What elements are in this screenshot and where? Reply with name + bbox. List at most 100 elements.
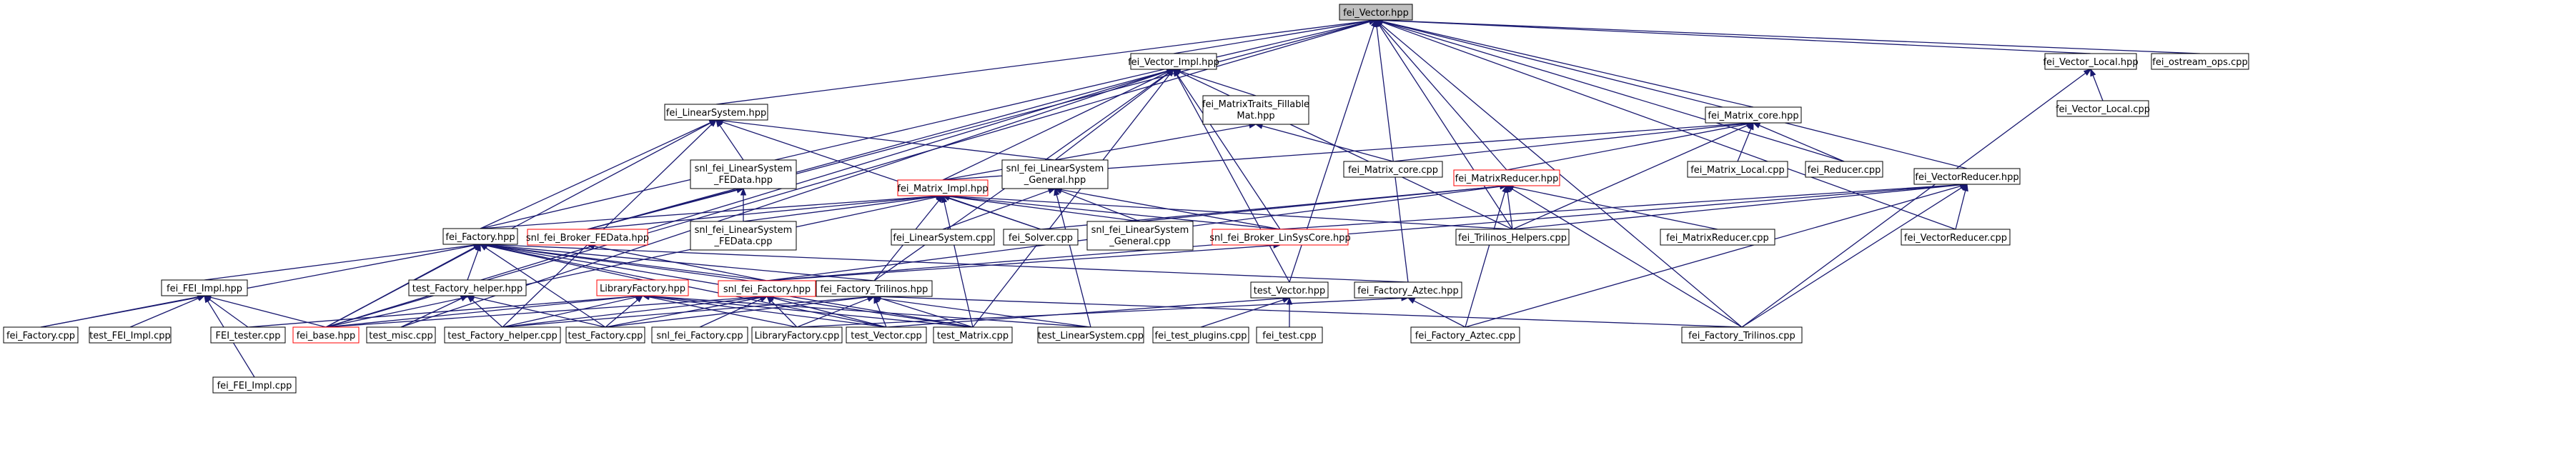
node-fei-test-cpp[interactable]: fei_test.cpp: [1256, 326, 1323, 344]
node-snl-fei-linearsystem-fedata-cpp[interactable]: snl_fei_LinearSystem _FEData.cpp: [690, 221, 797, 251]
svg-text:snl_fei_Factory.hpp: snl_fei_Factory.hpp: [723, 284, 811, 295]
node-fei-matrix-local-cpp[interactable]: fei_Matrix_Local.cpp: [1687, 161, 1788, 178]
edge-fei-factory-trilinos-hpp-to-fei-factory-hpp: [479, 241, 875, 281]
node-test-factory-cpp[interactable]: test_Factory.cpp: [565, 326, 645, 344]
node-test-fei-impl-cpp[interactable]: test_FEI_Impl.cpp: [89, 326, 172, 344]
node-test-factory-helper-cpp[interactable]: test_Factory_helper.cpp: [444, 326, 561, 344]
svg-text:fei_Factory_Trilinos.cpp: fei_Factory_Trilinos.cpp: [1688, 331, 1795, 341]
edge-fei-factory-trilinos-cpp-to-fei-factory-trilinos-hpp: [873, 294, 1743, 328]
node-snl-fei-factory-hpp[interactable]: snl_fei_Factory.hpp: [718, 280, 816, 297]
edge-fei-factory-hpp-to-fei-linearsystem-hpp: [480, 119, 718, 229]
node-snl-fei-broker-fedata-hpp[interactable]: snl_fei_Broker_FEData.hpp: [526, 229, 649, 246]
svg-text:test_Factory_helper.hpp: test_Factory_helper.hpp: [412, 284, 523, 294]
node-fei-factory-aztec-cpp[interactable]: fei_Factory_Aztec.cpp: [1410, 326, 1520, 344]
edge-fei-reducer-cpp-to-fei-matrix-core-hpp: [1752, 122, 1845, 162]
svg-text:fei_Reducer.cpp: fei_Reducer.cpp: [1808, 165, 1881, 176]
node-fei-base-hpp[interactable]: fei_base.hpp: [292, 326, 360, 344]
node-fei-vector-hpp[interactable]: fei_Vector.hpp: [1339, 4, 1413, 21]
svg-text:snl_fei_Factory.cpp: snl_fei_Factory.cpp: [656, 331, 743, 341]
svg-text:fei_Solver.cpp: fei_Solver.cpp: [1009, 233, 1073, 244]
svg-text:snl_fei_LinearSystem: snl_fei_LinearSystem: [695, 164, 793, 174]
node-test-misc-cpp[interactable]: test_misc.cpp: [366, 326, 436, 344]
edge-fei-base-hpp-to-fei-matrix-impl-hpp: [325, 194, 944, 328]
svg-text:fei_ostream_ops.cpp: fei_ostream_ops.cpp: [2152, 57, 2247, 68]
edge-fei-matrix-core-cpp-to-fei-matrixtraits-fillablemat-hpp: [1254, 123, 1394, 162]
edge-fei-factory-aztec-cpp-to-fei-factory-aztec-hpp: [1407, 297, 1466, 328]
svg-text:snl_fei_Broker_LinSysCore.hpp: snl_fei_Broker_LinSysCore.hpp: [1209, 233, 1350, 244]
node-fei-fei-impl-hpp[interactable]: fei_FEI_Impl.hpp: [161, 279, 248, 296]
svg-text:fei_Matrix_core.cpp: fei_Matrix_core.cpp: [1348, 165, 1438, 176]
node-fei-matrixreducer-cpp[interactable]: fei_MatrixReducer.cpp: [1660, 229, 1775, 246]
edge-fei-tester-cpp-to-fei-fei-impl-hpp: [203, 295, 249, 328]
node-fei-factory-hpp[interactable]: fei_Factory.hpp: [442, 228, 518, 245]
node-fei-factory-aztec-hpp[interactable]: fei_Factory_Aztec.hpp: [1354, 281, 1462, 299]
edge-test-matrix-cpp-to-fei-matrix-impl-hpp: [941, 194, 974, 328]
node-test-matrix-cpp[interactable]: test_Matrix.cpp: [933, 326, 1013, 344]
edge-fei-test-cpp-to-test-vector-hpp: [1286, 296, 1293, 327]
svg-text:snl_fei_Broker_FEData.hpp: snl_fei_Broker_FEData.hpp: [526, 233, 649, 244]
edge-fei-factory-aztec-hpp-to-fei-vector-hpp: [1373, 19, 1409, 283]
svg-text:fei_Matrix_Local.cpp: fei_Matrix_Local.cpp: [1690, 165, 1785, 176]
svg-text:fei_LinearSystem.cpp: fei_LinearSystem.cpp: [893, 233, 992, 244]
edge-test-factory-helper-cpp-to-libraryfactory-hpp: [502, 294, 644, 328]
edge-fei-linearsystem-hpp-to-fei-vector-hpp: [715, 18, 1377, 105]
node-snl-fei-linearsystem-general-cpp[interactable]: snl_fei_LinearSystem _General.cpp: [1086, 221, 1194, 251]
svg-text:test_Matrix.cpp: test_Matrix.cpp: [937, 331, 1009, 341]
node-fei-tester-cpp[interactable]: FEI_tester.cpp: [210, 326, 286, 344]
node-fei-factory-trilinos-hpp[interactable]: fei_Factory_Trilinos.hpp: [816, 280, 933, 297]
svg-text:fei_MatrixTraits_Fillable: fei_MatrixTraits_Fillable: [1202, 99, 1309, 110]
node-test-vector-cpp[interactable]: test_Vector.cpp: [846, 326, 927, 344]
node-test-factory-helper-hpp[interactable]: test_Factory_helper.hpp: [408, 279, 527, 296]
node-test-vector-hpp[interactable]: test_Vector.hpp: [1250, 281, 1329, 299]
edge-snl-fei-broker-linsyscore-hpp-to-fei-vectorreducer-hpp: [1279, 181, 1968, 230]
node-fei-matrix-core-hpp[interactable]: fei_Matrix_core.hpp: [1705, 106, 1802, 124]
svg-text:fei_Vector_Local.hpp: fei_Vector_Local.hpp: [2043, 57, 2138, 68]
edge-snl-fei-factory-cpp-to-snl-fei-factory-hpp: [699, 296, 768, 328]
edge-fei-vector-local-cpp-to-fei-vector-local-hpp: [2090, 68, 2104, 101]
node-test-linearsystem-cpp[interactable]: test_LinearSystem.cpp: [1037, 326, 1144, 344]
svg-text:_General.cpp: _General.cpp: [1109, 236, 1171, 247]
node-fei-vector-impl-hpp[interactable]: fei_Vector_Impl.hpp: [1128, 53, 1219, 70]
edge-fei-matrix-core-hpp-to-fei-vector-hpp: [1374, 19, 1754, 108]
svg-text:fei_Factory_Aztec.cpp: fei_Factory_Aztec.cpp: [1415, 331, 1515, 341]
edge-fei-matrixreducer-hpp-to-fei-vector-hpp: [1375, 19, 1507, 171]
node-fei-matrix-impl-hpp[interactable]: fei_Matrix_Impl.hpp: [897, 179, 989, 196]
edge-snl-fei-broker-linsyscore-hpp-to-fei-vector-impl-hpp: [1173, 68, 1281, 230]
node-fei-vectorreducer-hpp[interactable]: fei_VectorReducer.hpp: [1913, 168, 2021, 185]
node-fei-trilinos-helpers-cpp[interactable]: fei_Trilinos_Helpers.cpp: [1455, 229, 1570, 246]
edge-test-factory-helper-cpp-to-fei-linearsystem-hpp: [502, 119, 717, 328]
node-libraryfactory-hpp[interactable]: LibraryFactory.hpp: [596, 279, 689, 296]
node-fei-test-plugins-cpp[interactable]: fei_test_plugins.cpp: [1152, 326, 1249, 344]
node-fei-matrixtraits-fillablemat-hpp[interactable]: fei_MatrixTraits_Fillable Mat.hpp: [1202, 95, 1309, 125]
node-fei-vector-local-cpp[interactable]: fei_Vector_Local.cpp: [2056, 100, 2150, 117]
edge-libraryfactory-cpp-to-snl-fei-factory-hpp: [766, 296, 798, 328]
node-fei-factory-trilinos-cpp[interactable]: fei_Factory_Trilinos.cpp: [1681, 326, 1803, 344]
node-fei-solver-cpp[interactable]: fei_Solver.cpp: [1003, 229, 1079, 246]
edge-fei-vector-local-hpp-to-fei-vector-hpp: [1374, 17, 2091, 54]
node-fei-reducer-cpp[interactable]: fei_Reducer.cpp: [1805, 161, 1883, 178]
svg-text:snl_fei_LinearSystem: snl_fei_LinearSystem: [1006, 164, 1104, 174]
svg-text:Mat.hpp: Mat.hpp: [1237, 111, 1274, 121]
node-snl-fei-broker-linsyscore-hpp[interactable]: snl_fei_Broker_LinSysCore.hpp: [1209, 229, 1351, 246]
node-fei-fei-impl-cpp[interactable]: fei_FEI_Impl.cpp: [212, 376, 297, 394]
node-fei-matrix-core-cpp[interactable]: fei_Matrix_core.cpp: [1343, 161, 1443, 178]
node-snl-fei-linearsystem-fedata-hpp[interactable]: snl_fei_LinearSystem _FEData.hpp: [690, 159, 797, 189]
node-fei-vector-local-hpp[interactable]: fei_Vector_Local.hpp: [2043, 53, 2139, 70]
svg-text:fei_test.cpp: fei_test.cpp: [1262, 331, 1316, 341]
edge-snl-fei-broker-fedata-hpp-to-fei-vector-impl-hpp: [587, 68, 1175, 230]
node-snl-fei-linearsystem-general-hpp[interactable]: snl_fei_LinearSystem _General.hpp: [1001, 159, 1109, 189]
node-fei-matrixreducer-hpp[interactable]: fei_MatrixReducer.hpp: [1453, 169, 1560, 186]
edge-snl-fei-linearsystem-general-hpp-to-fei-vector-impl-hpp: [1054, 69, 1175, 161]
svg-text:LibraryFactory.cpp: LibraryFactory.cpp: [755, 331, 840, 341]
node-libraryfactory-cpp[interactable]: LibraryFactory.cpp: [751, 326, 843, 344]
svg-text:FEI_tester.cpp: FEI_tester.cpp: [216, 331, 281, 341]
node-snl-fei-factory-cpp[interactable]: snl_fei_Factory.cpp: [651, 326, 748, 344]
edge-fei-test-plugins-cpp-to-test-vector-hpp: [1200, 296, 1291, 328]
node-fei-factory-cpp[interactable]: fei_Factory.cpp: [3, 326, 79, 344]
svg-text:_General.hpp: _General.hpp: [1024, 175, 1086, 186]
node-fei-ostream-ops-cpp[interactable]: fei_ostream_ops.cpp: [2151, 53, 2249, 70]
edge-test-misc-cpp-to-fei-vector-impl-hpp: [400, 68, 1175, 328]
node-fei-linearsystem-cpp[interactable]: fei_LinearSystem.cpp: [891, 229, 995, 246]
node-fei-linearsystem-hpp[interactable]: fei_LinearSystem.hpp: [664, 104, 768, 121]
node-fei-vectorreducer-cpp[interactable]: fei_VectorReducer.cpp: [1901, 229, 2011, 246]
